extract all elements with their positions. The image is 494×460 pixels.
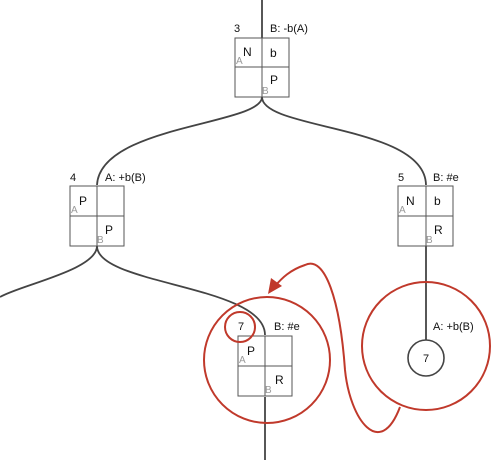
node-7-number: 7 bbox=[238, 321, 244, 333]
node-5-number: 5 bbox=[398, 172, 404, 184]
node-4-player-b: B bbox=[97, 235, 104, 246]
moved-node-circle bbox=[407, 339, 445, 377]
node-7-player-a: A bbox=[239, 355, 246, 366]
annotation-layer bbox=[203, 262, 491, 433]
node-5-action: B: #e bbox=[433, 172, 459, 184]
moved-node-action: A: +b(B) bbox=[433, 321, 474, 333]
edge-node-4-to-node-7 bbox=[96, 245, 266, 336]
arrow-head bbox=[268, 278, 282, 294]
node-3-player-a: A bbox=[236, 56, 243, 67]
node-7-cell-3: R bbox=[275, 373, 284, 387]
node-3: 3 B: -b(A) A N b B P bbox=[234, 23, 308, 98]
node-4: 4 A: +b(B) A P B P bbox=[69, 172, 146, 247]
node-7-player-b: B bbox=[265, 385, 272, 396]
circle-around-moved-node-7 bbox=[361, 281, 491, 411]
node-3-player-b: B bbox=[262, 86, 269, 97]
node-4-number: 4 bbox=[70, 172, 76, 184]
node-4-cell-0: P bbox=[79, 194, 87, 208]
node-7-cell-0: P bbox=[247, 344, 255, 358]
edge-node-4-to-left bbox=[0, 245, 98, 298]
node-5-player-b: B bbox=[426, 235, 433, 246]
node-3-action: B: -b(A) bbox=[270, 23, 308, 35]
node-7-action: B: #e bbox=[274, 321, 300, 333]
moved-node-number: 7 bbox=[423, 353, 429, 365]
node-5-cell-1: b bbox=[434, 194, 441, 208]
node-4-action: A: +b(B) bbox=[105, 172, 146, 184]
node-7: 7 B: #e A P B R bbox=[237, 321, 300, 397]
node-3-cell-3: P bbox=[270, 73, 278, 87]
node-5-cell-0: N bbox=[406, 194, 415, 208]
node-3-cell-1: b bbox=[270, 46, 277, 60]
moved-node: A: +b(B) 7 bbox=[407, 321, 474, 377]
node-5-player-a: A bbox=[399, 205, 406, 216]
node-5: 5 B: #e A N b B R bbox=[397, 172, 459, 247]
node-5-cell-3: R bbox=[434, 223, 443, 237]
circle-around-node-7 bbox=[203, 296, 331, 424]
tree-edges bbox=[0, 0, 427, 460]
node-3-number: 3 bbox=[234, 23, 240, 35]
arrow-from-moved-node-to-node-7 bbox=[274, 262, 401, 433]
node-4-player-a: A bbox=[71, 205, 78, 216]
node-3-cell-0: N bbox=[243, 45, 252, 59]
edge-node-3-to-node-5 bbox=[261, 96, 427, 186]
edge-node-3-to-node-4 bbox=[96, 96, 263, 186]
node-4-cell-3: P bbox=[105, 223, 113, 237]
circle-around-node-7-number bbox=[224, 311, 256, 343]
